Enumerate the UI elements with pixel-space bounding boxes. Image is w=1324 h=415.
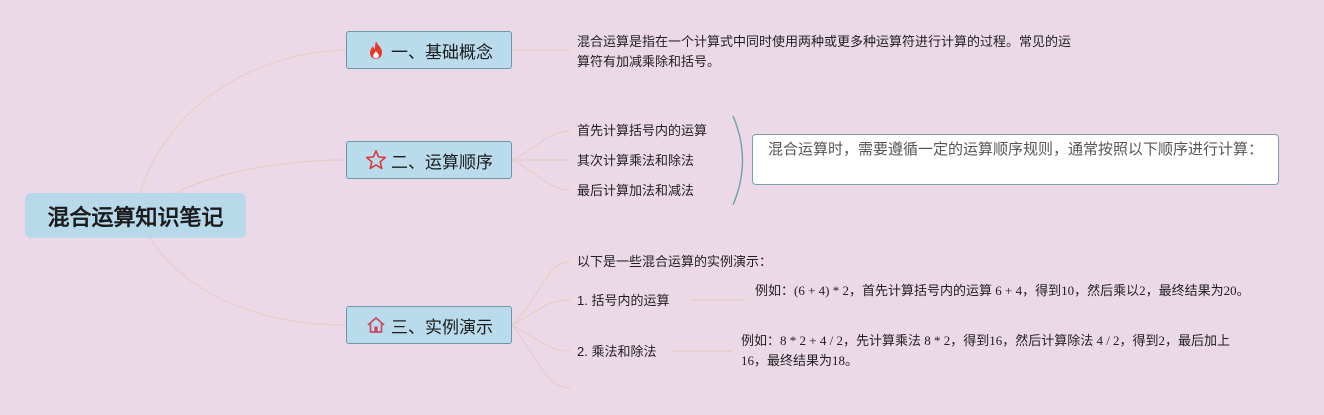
order-step-2: 其次计算乘法和除法	[577, 153, 695, 168]
edge-ex-item2	[511, 324, 571, 352]
root-topic-label: 混合运算知识笔记	[47, 204, 224, 230]
home-icon	[365, 314, 387, 336]
edge-root-order	[175, 159, 347, 194]
example-item-detail: 例如：(6 + 4) * 2，首先计算括号内的运算 6 + 4，得到10，然后乘…	[755, 283, 1250, 298]
example-item-label: 1. 括号内的运算	[577, 293, 670, 308]
examples-intro: 以下是一些混合运算的实例演示：	[577, 254, 773, 269]
edge-order-step1	[511, 130, 571, 161]
edge-order-step3	[511, 159, 571, 191]
order-step-3: 最后计算加法和减法	[577, 183, 695, 198]
branch-operation-order[interactable]: 二、运算顺序	[346, 141, 512, 179]
branch-basic-concept[interactable]: 一、基础概念	[346, 31, 512, 69]
edge-ex-empty	[511, 324, 571, 389]
branch-label: 二、运算顺序	[391, 152, 493, 172]
example-item-detail: 例如：8 * 2 + 4 / 2，先计算乘法 8 * 2，得到16，然后计算除法…	[741, 333, 1231, 368]
root-topic[interactable]: 混合运算知识笔记	[25, 193, 246, 238]
example-item-label: 2. 乘法和除法	[577, 344, 657, 359]
order-summary-text: 混合运算时，需要遵循一定的运算顺序规则，通常按照以下顺序进行计算：	[768, 141, 1264, 158]
branch-label: 三、实例演示	[391, 317, 493, 337]
edge-root-examples	[149, 237, 347, 326]
order-summary-callout: 混合运算时，需要遵循一定的运算顺序规则，通常按照以下顺序进行计算：	[752, 134, 1279, 185]
fire-icon	[365, 39, 387, 61]
edge-root-concept	[139, 49, 347, 194]
summary-bracket	[732, 115, 744, 206]
order-step-1: 首先计算括号内的运算	[577, 123, 708, 138]
branch-label: 一、基础概念	[391, 42, 493, 62]
edge-ex-intro	[511, 261, 571, 326]
star-icon	[365, 149, 387, 171]
edge-ex-item1	[511, 299, 571, 326]
branch-examples[interactable]: 三、实例演示	[346, 306, 512, 344]
concept-definition: 混合运算是指在一个计算式中同时使用两种或更多种运算符进行计算的过程。常见的运算符…	[577, 34, 1072, 69]
